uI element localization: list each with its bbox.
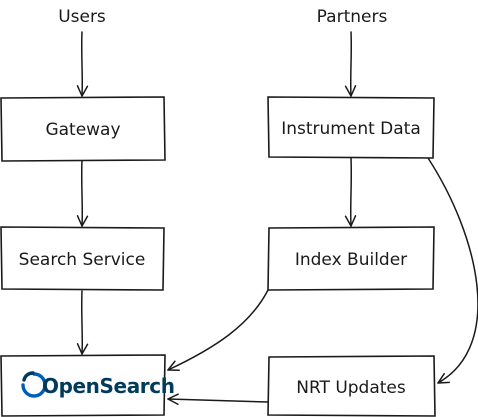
- edge-partners-to-instrument-data: [344, 31, 357, 97]
- instrument-data-label: Instrument Data: [281, 119, 421, 139]
- edge-nrt-updates-to-opensearch: [167, 393, 269, 405]
- partners-label: Partners: [317, 7, 388, 27]
- users-label: Users: [58, 7, 106, 27]
- gateway-node: Gateway: [0, 96, 166, 162]
- search-service-node: Search Service: [0, 226, 165, 291]
- edge-instrument-data-to-nrt-updates: [427, 157, 478, 384]
- edge-gateway-to-search-service: [76, 159, 89, 227]
- gateway-label: Gateway: [45, 120, 120, 140]
- search-service-label: Search Service: [19, 250, 146, 270]
- edge-instrument-data-to-index-builder: [344, 157, 357, 227]
- instrument-data-node: Instrument Data: [267, 96, 435, 159]
- nrt-updates-node: NRT Updates: [267, 355, 436, 417]
- edge-index-builder-to-opensearch: [167, 289, 269, 372]
- opensearch-label: OpenSearch: [42, 374, 175, 398]
- index-builder-node: Index Builder: [267, 226, 435, 291]
- edge-users-to-gateway: [76, 31, 89, 97]
- index-builder-label: Index Builder: [295, 250, 407, 270]
- edge-search-service-to-opensearch: [76, 290, 89, 355]
- nrt-updates-label: NRT Updates: [296, 378, 406, 398]
- opensearch-node: OpenSearch: [0, 354, 175, 417]
- opensearch-logo-icon: [21, 371, 47, 398]
